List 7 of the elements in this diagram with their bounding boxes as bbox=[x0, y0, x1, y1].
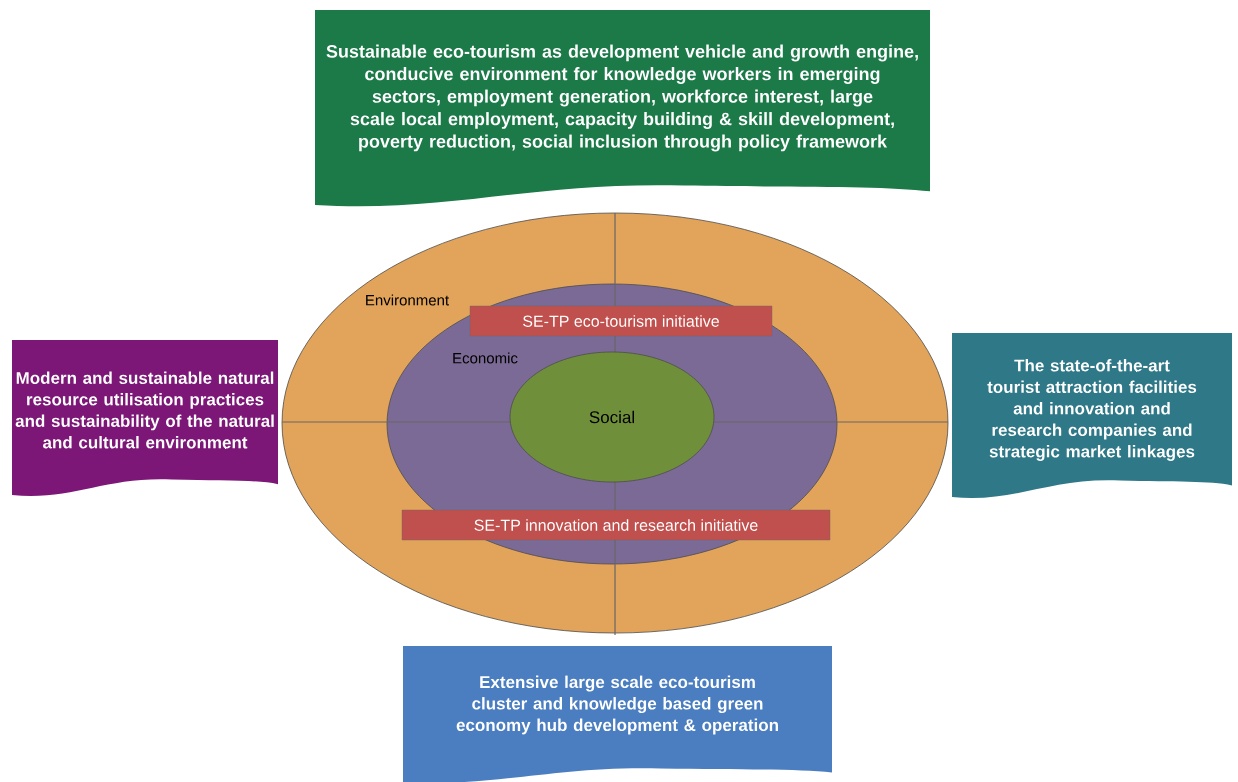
initiative-box: SE-TP innovation and research initiative bbox=[401, 509, 831, 541]
ring-label: Environment bbox=[366, 294, 449, 306]
document-box: The state-of-the-art tourist attraction facilities and innovation and research companies and strategic market linkages bbox=[952, 333, 1232, 498]
document-box: Modern and sustainable natural resource utilisation practices and sustainability of the natural and cultural environment bbox=[12, 340, 278, 496]
document-box: Extensive large scale eco-tourism cluster and knowledge based green economy hub development & operation bbox=[403, 646, 832, 782]
document-box: Sustainable eco-tourism as development vehicle and growth engine, conducive environment for knowledge workers in emerging sectors, employment generation, workforce interest, large scale local employment, capacity building & skill development, poverty reduction, social inclusion through policy framework bbox=[315, 10, 930, 207]
initiative-box: SE-TP eco-tourism initiative bbox=[469, 305, 773, 337]
